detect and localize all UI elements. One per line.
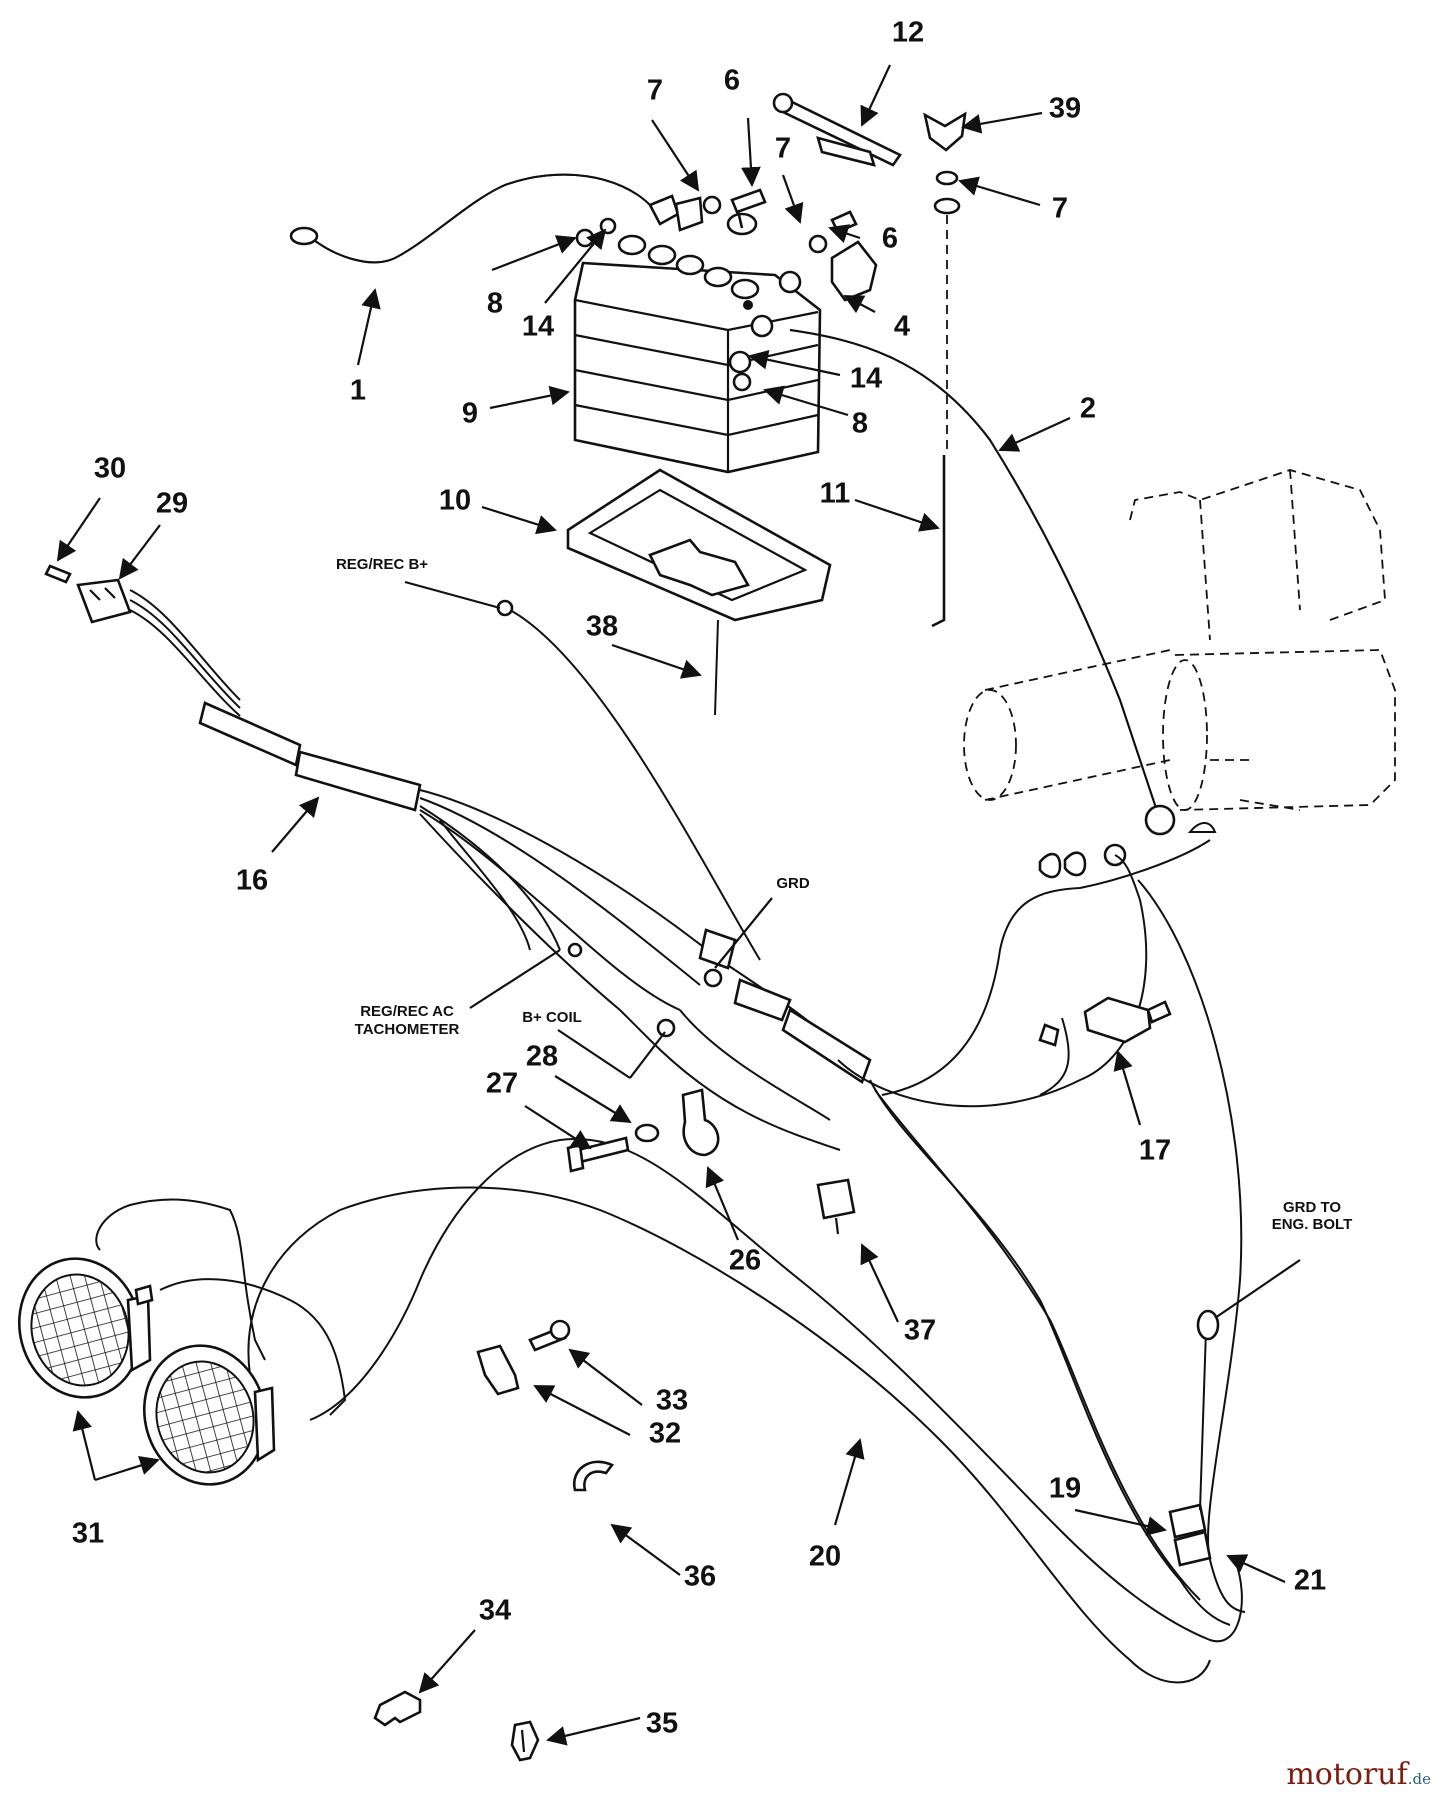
label-eng-bolt: ENG. BOLT: [1272, 1216, 1353, 1233]
callout-35: 35: [646, 1708, 678, 1740]
callout-30: 30: [94, 453, 126, 485]
callout-1: 1: [350, 375, 366, 407]
clip-35: [510, 1720, 540, 1762]
switch-17: [1083, 996, 1152, 1044]
callout-37: 37: [904, 1315, 936, 1347]
wire-labels: REG/REC B+ GRD REG/REC AC TACHOMETER B+ …: [336, 556, 1352, 1233]
positive-cable: [789, 329, 1161, 821]
battery-tray: [566, 468, 832, 622]
label-tachometer: TACHOMETER: [355, 1021, 460, 1038]
callout-7a: 7: [647, 75, 663, 107]
callout-26: 26: [729, 1245, 761, 1277]
screw-27: [566, 1136, 630, 1173]
callout-8a: 8: [487, 288, 503, 320]
callout-14a: 14: [522, 311, 554, 343]
grommet-36: [572, 1460, 615, 1492]
clamp-26: [681, 1088, 720, 1157]
clip-34: [373, 1690, 422, 1727]
callout-20: 20: [809, 1541, 841, 1573]
callout-34: 34: [479, 1595, 511, 1627]
washer-28: [634, 1123, 660, 1143]
clip-32: [476, 1344, 520, 1396]
callout-21: 21: [1294, 1565, 1326, 1597]
callout-32: 32: [649, 1418, 681, 1450]
battery: [573, 197, 822, 474]
callout-6b: 6: [882, 223, 898, 255]
callout-4: 4: [894, 311, 910, 343]
callout-11: 11: [820, 478, 851, 510]
j-bolt: [931, 455, 946, 628]
callout-38: 38: [586, 611, 618, 643]
callout-7b: 7: [775, 133, 791, 165]
callout-39: 39: [1049, 93, 1081, 125]
label-grd: GRD: [776, 875, 810, 892]
watermark: motoruf.de: [1286, 1757, 1431, 1792]
callout-27: 27: [486, 1068, 518, 1100]
callout-8b: 8: [852, 408, 868, 440]
label-reg-rec-ac: REG/REC AC: [360, 1003, 454, 1020]
callout-33: 33: [656, 1385, 688, 1417]
label-reg-rec-b-plus: REG/REC B+: [336, 556, 428, 573]
callout-6a: 6: [724, 65, 740, 97]
callout-17: 17: [1139, 1135, 1171, 1167]
headlight-right: [142, 1344, 276, 1486]
connector-29: [76, 578, 132, 624]
battery-hardware: [575, 188, 878, 392]
callout-9: 9: [462, 398, 478, 430]
callout-14b: 14: [850, 363, 882, 395]
callout-7c: 7: [1052, 193, 1068, 225]
callout-36: 36: [684, 1561, 716, 1593]
callout-28: 28: [526, 1041, 558, 1073]
headlight-left: [17, 1257, 154, 1399]
callout-12: 12: [892, 17, 924, 49]
wing-nut: [923, 111, 967, 152]
label-grd-to: GRD TO: [1283, 1199, 1341, 1216]
callout-19: 19: [1049, 1473, 1081, 1505]
callout-31: 31: [72, 1518, 104, 1550]
negative-cable: [307, 173, 651, 264]
callout-10: 10: [439, 485, 471, 517]
leader-arrows: [56, 64, 1301, 1746]
main-harness: [44, 564, 872, 1151]
label-b-plus-coil: B+ COIL: [522, 1009, 582, 1026]
battery-caps: [617, 234, 760, 300]
callout-16: 16: [236, 865, 268, 897]
starter-motor-outline: [963, 469, 1396, 811]
callout-29: 29: [156, 488, 188, 520]
sensor-37: [816, 1178, 856, 1220]
callout-2: 2: [1080, 393, 1096, 425]
callout-labels: 1 2 4 6 6 7 7 7 8 8 9 10 11 12 14 14 16 …: [72, 17, 1326, 1740]
